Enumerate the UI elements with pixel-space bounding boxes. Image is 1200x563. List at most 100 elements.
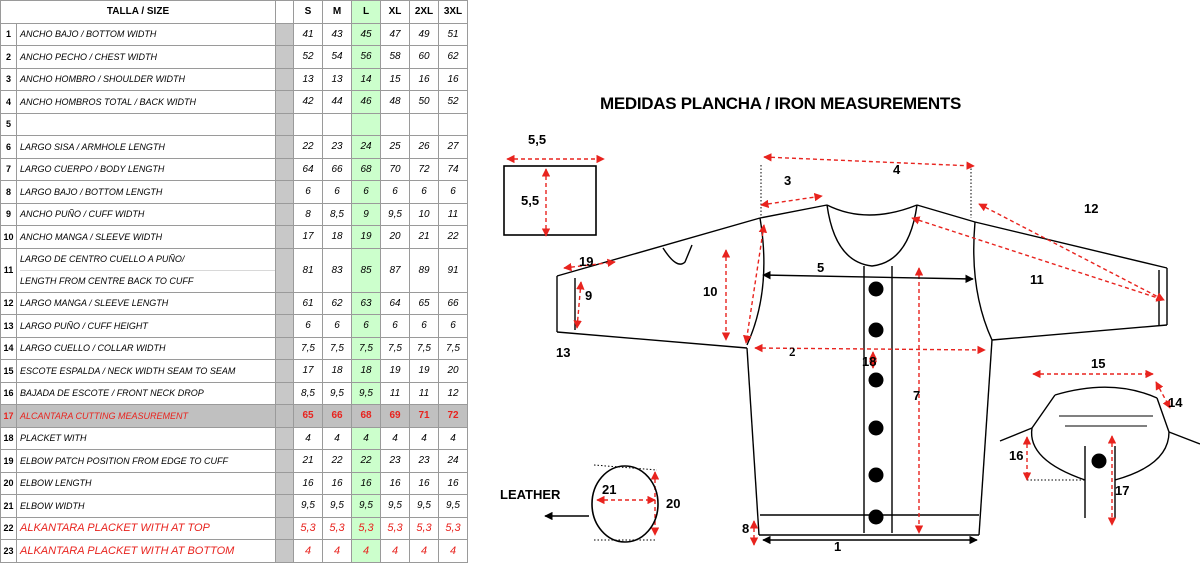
row-description: LARGO BAJO / BOTTOM LENGTH <box>16 180 276 204</box>
separator-cell <box>275 90 294 114</box>
placket-buttons <box>868 281 884 525</box>
value-cell-l: 85 <box>351 247 381 293</box>
row-description: ELBOW WIDTH <box>16 494 276 518</box>
value-cell-xl: 64 <box>380 291 410 315</box>
measure-label-9: 9 <box>585 288 592 303</box>
value-cell-xl: 6 <box>380 180 410 204</box>
row-description-line-1: LARGO DE CENTRO CUELLO A PUÑO/ <box>20 253 185 264</box>
separator-cell <box>275 516 294 540</box>
row-number: 6 <box>0 135 17 159</box>
value-cell-m: 4 <box>322 539 352 563</box>
value-cell-3xl: 12 <box>438 381 468 405</box>
size-header-m: M <box>322 0 352 24</box>
value-cell-l: 63 <box>351 291 381 315</box>
separator-cell <box>275 67 294 91</box>
size-header-3xl: 3XL <box>438 0 468 24</box>
row-description: LARGO CUERPO / BODY LENGTH <box>16 157 276 181</box>
row-number: 23 <box>0 539 17 563</box>
value-cell-m: 22 <box>322 449 352 473</box>
value-cell-s: 8 <box>293 202 323 226</box>
value-cell-s: 8,5 <box>293 381 323 405</box>
value-cell-m: 62 <box>322 291 352 315</box>
value-cell-3xl: 66 <box>438 291 468 315</box>
value-cell-s: 4 <box>293 426 323 450</box>
row-description: ANCHO MANGA / SLEEVE WIDTH <box>16 225 276 249</box>
value-cell-l: 9,5 <box>351 494 381 518</box>
separator-cell <box>275 135 294 159</box>
measure-label-3: 3 <box>784 173 791 188</box>
measure-label-1: 1 <box>834 539 841 554</box>
value-cell-m: 66 <box>322 157 352 181</box>
value-cell-l: 6 <box>351 314 381 338</box>
measure-label-4: 4 <box>893 162 901 177</box>
measure-label-5: 5 <box>817 260 824 275</box>
row-number: 2 <box>0 45 17 69</box>
diagram-title: MEDIDAS PLANCHA / IRON MEASUREMENTS <box>600 94 961 113</box>
row-description: ELBOW PATCH POSITION FROM EDGE TO CUFF <box>16 449 276 473</box>
separator-cell <box>275 45 294 69</box>
measure-label-14: 14 <box>1168 395 1183 410</box>
value-cell-l: 9,5 <box>351 381 381 405</box>
row-number: 11 <box>0 247 17 293</box>
value-cell-xl: 69 <box>380 404 410 428</box>
iron-measurements-diagram: MEDIDAS PLANCHA / IRON MEASUREMENTS 5,5 … <box>500 94 1200 554</box>
value-cell-3xl: 91 <box>438 247 468 293</box>
row-number: 22 <box>0 516 17 540</box>
value-cell-xl: 6 <box>380 314 410 338</box>
value-cell-3xl: 7,5 <box>438 336 468 360</box>
value-cell-2xl: 4 <box>409 539 439 563</box>
measure-label-19: 19 <box>579 254 593 269</box>
value-cell-s: 52 <box>293 45 323 69</box>
value-cell-xl: 58 <box>380 45 410 69</box>
row-number: 17 <box>0 404 17 428</box>
value-cell-2xl: 23 <box>409 449 439 473</box>
measure-label-12: 12 <box>1084 201 1098 216</box>
value-cell-m: 43 <box>322 22 352 46</box>
separator-cell <box>275 157 294 181</box>
size-header-label: TALLA / SIZE <box>0 0 276 24</box>
value-cell-s: 61 <box>293 291 323 315</box>
value-cell-2xl <box>409 112 439 136</box>
row-number: 9 <box>0 202 17 226</box>
row-number: 1 <box>0 22 17 46</box>
row-description: ALKANTARA PLACKET WITH AT TOP <box>16 516 276 540</box>
separator-cell <box>275 404 294 428</box>
leather-label: LEATHER <box>500 487 561 502</box>
value-cell-m: 16 <box>322 471 352 495</box>
row-description: LARGO DE CENTRO CUELLO A PUÑO/LENGTH FRO… <box>16 247 276 293</box>
separator-cell <box>275 381 294 405</box>
row-number: 21 <box>0 494 17 518</box>
measure-label-8: 8 <box>742 521 749 536</box>
value-cell-l: 14 <box>351 67 381 91</box>
value-cell-m: 13 <box>322 67 352 91</box>
patch-height-label: 5,5 <box>521 193 539 208</box>
measure-label-20: 20 <box>666 496 680 511</box>
value-cell-2xl: 6 <box>409 314 439 338</box>
value-cell-s: 6 <box>293 180 323 204</box>
row-number: 10 <box>0 225 17 249</box>
value-cell-s: 17 <box>293 359 323 383</box>
leather-elbow-patch: LEATHER <box>500 465 659 543</box>
value-cell-2xl: 60 <box>409 45 439 69</box>
value-cell-2xl: 10 <box>409 202 439 226</box>
row-number: 14 <box>0 336 17 360</box>
patch-square: 5,5 5,5 <box>503 132 605 237</box>
value-cell-2xl: 11 <box>409 381 439 405</box>
value-cell-s: 22 <box>293 135 323 159</box>
row-number: 7 <box>0 157 17 181</box>
value-cell-2xl: 16 <box>409 67 439 91</box>
value-cell-xl: 4 <box>380 426 410 450</box>
value-cell-m: 6 <box>322 180 352 204</box>
value-cell-m: 18 <box>322 225 352 249</box>
value-cell-m: 4 <box>322 426 352 450</box>
measure-label-2: 2 <box>789 344 796 359</box>
value-cell-xl: 9,5 <box>380 202 410 226</box>
value-cell-2xl: 26 <box>409 135 439 159</box>
